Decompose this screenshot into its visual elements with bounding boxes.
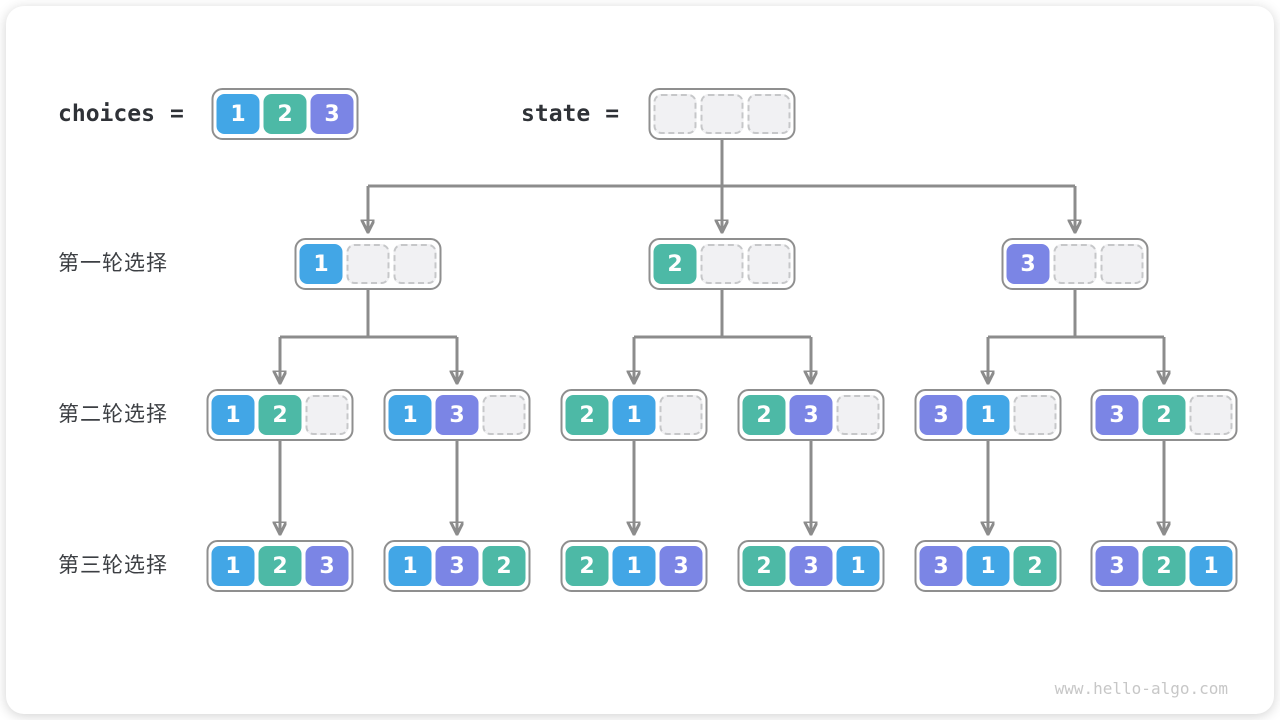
cell: 3 <box>1095 546 1139 586</box>
connector-level-0-1 <box>368 136 1075 230</box>
cell: 1 <box>299 244 343 284</box>
cell: 2 <box>258 546 302 586</box>
cell <box>747 244 791 284</box>
connector-line <box>280 290 457 339</box>
choices-label: choices <box>58 101 155 127</box>
state-node: 2 <box>648 238 796 290</box>
cell: 3 <box>659 546 703 586</box>
state-node: 1 2 <box>206 389 354 441</box>
cell: 2 <box>482 546 526 586</box>
state-node: 2 3 <box>737 389 885 441</box>
cell <box>700 94 744 134</box>
cell: 3 <box>789 546 833 586</box>
cell <box>653 94 697 134</box>
cell: 2 <box>1142 395 1186 435</box>
round-1-label: 第一轮选择 <box>58 252 168 275</box>
state-node: 1 3 <box>383 389 531 441</box>
state-label: state <box>521 101 591 127</box>
cell: 1 <box>966 395 1010 435</box>
cell <box>747 94 791 134</box>
cell <box>1053 244 1097 284</box>
connector-level-2-3 <box>280 441 1164 532</box>
choices-header: choices = <box>58 100 184 128</box>
cell: 1 <box>612 546 656 586</box>
cell <box>659 395 703 435</box>
connector-line <box>634 290 811 339</box>
state-node: 3 2 1 <box>1090 540 1238 592</box>
cell: 1 <box>836 546 880 586</box>
cell <box>346 244 390 284</box>
cell: 2 <box>742 546 786 586</box>
watermark: www.hello-algo.com <box>1054 679 1228 698</box>
state-node: 3 2 <box>1090 389 1238 441</box>
cell <box>305 395 349 435</box>
cell: 3 <box>1006 244 1050 284</box>
state-node: 1 <box>294 238 442 290</box>
cell: 1 <box>216 94 260 134</box>
cell: 2 <box>565 546 609 586</box>
cell: 2 <box>565 395 609 435</box>
state-node: 3 <box>1001 238 1149 290</box>
cell: 1 <box>1189 546 1233 586</box>
cell <box>700 244 744 284</box>
state-node: 2 3 1 <box>737 540 885 592</box>
equals-sign: = <box>605 101 620 127</box>
state-node: 2 1 <box>560 389 708 441</box>
equals-sign: = <box>169 101 184 127</box>
cell <box>1100 244 1144 284</box>
cell: 3 <box>435 395 479 435</box>
cell: 1 <box>612 395 656 435</box>
cell: 2 <box>1142 546 1186 586</box>
state-node: 1 3 2 <box>383 540 531 592</box>
cell: 3 <box>305 546 349 586</box>
cell <box>1013 395 1057 435</box>
state-header: state = <box>521 100 619 128</box>
cell: 2 <box>653 244 697 284</box>
round-2-label: 第二轮选择 <box>58 403 168 426</box>
cell: 3 <box>919 546 963 586</box>
cell: 2 <box>263 94 307 134</box>
cell <box>393 244 437 284</box>
connector-line <box>368 136 1075 188</box>
state-node: 3 1 2 <box>914 540 1062 592</box>
cell <box>1189 395 1233 435</box>
cell: 3 <box>919 395 963 435</box>
state-node: 2 1 3 <box>560 540 708 592</box>
state-node: 1 2 3 <box>206 540 354 592</box>
cell <box>482 395 526 435</box>
cell: 3 <box>789 395 833 435</box>
cell: 1 <box>388 395 432 435</box>
connector-level-1-2 <box>280 290 1164 381</box>
round-3-label: 第三轮选择 <box>58 554 168 577</box>
state-node: 3 1 <box>914 389 1062 441</box>
cell: 3 <box>435 546 479 586</box>
cell: 3 <box>310 94 354 134</box>
cell <box>836 395 880 435</box>
cell: 2 <box>258 395 302 435</box>
cell: 2 <box>742 395 786 435</box>
choices-box: 1 2 3 <box>211 88 359 140</box>
cell: 1 <box>388 546 432 586</box>
state-box <box>648 88 796 140</box>
cell: 2 <box>1013 546 1057 586</box>
connector-line <box>988 290 1164 339</box>
cell: 1 <box>211 546 255 586</box>
cell: 1 <box>966 546 1010 586</box>
cell: 1 <box>211 395 255 435</box>
cell: 3 <box>1095 395 1139 435</box>
